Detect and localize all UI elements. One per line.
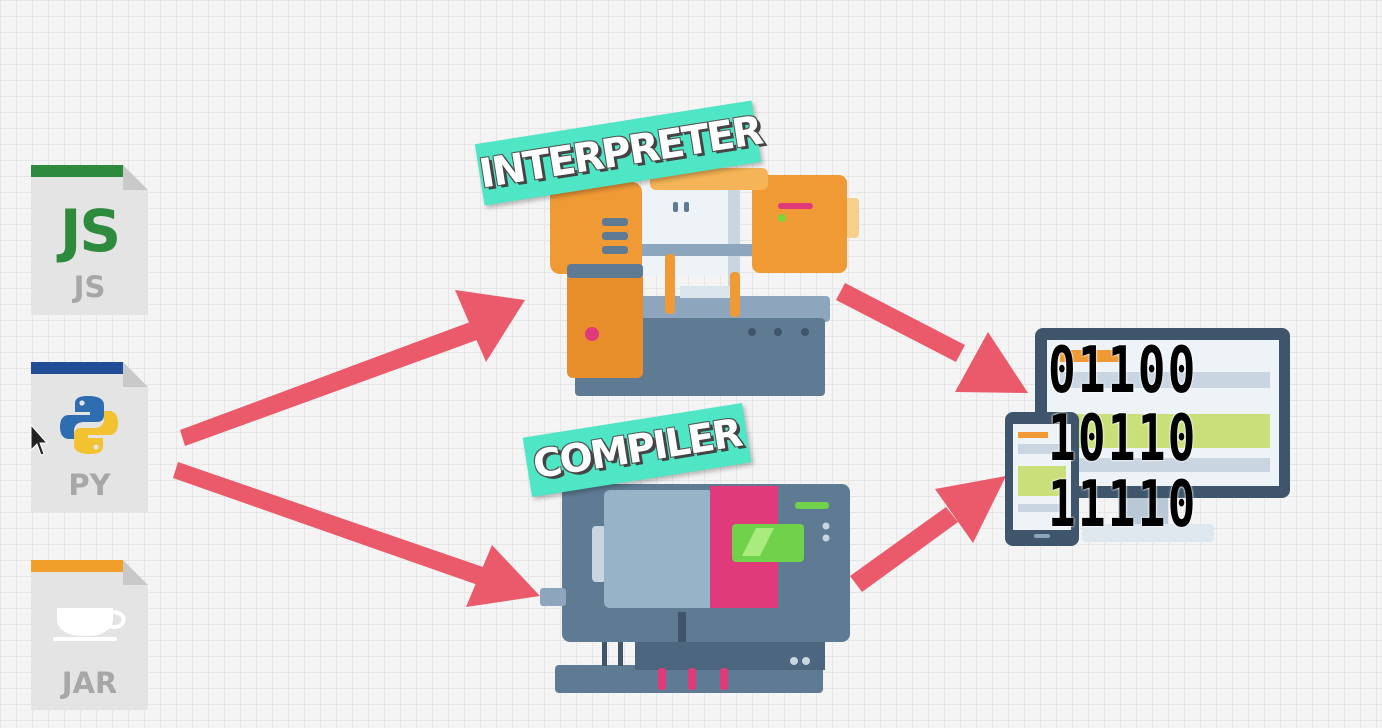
cursor-icon bbox=[30, 424, 48, 456]
compiler-machine-icon bbox=[540, 484, 850, 693]
interpreter-machine-icon bbox=[550, 168, 859, 396]
file-extension: JS bbox=[73, 270, 106, 304]
arrow-interpreter-to-devices bbox=[836, 283, 1028, 393]
file-color-bar bbox=[31, 560, 123, 572]
file-extension: JAR bbox=[61, 666, 118, 700]
monitor-icon bbox=[1035, 328, 1290, 542]
arrow-compiler-to-devices bbox=[850, 476, 1006, 592]
arrow-to-compiler bbox=[173, 462, 540, 607]
python-logo-icon bbox=[60, 396, 118, 454]
jar-file: JAR bbox=[31, 560, 148, 710]
py-file: PY bbox=[31, 362, 148, 512]
file-sheet bbox=[31, 362, 148, 512]
binary-line: 11110 bbox=[1048, 468, 1198, 542]
file-sheet bbox=[31, 165, 148, 315]
file-extension: PY bbox=[68, 468, 111, 502]
tablet-icon bbox=[1005, 412, 1079, 546]
binary-line: 01100 bbox=[1048, 334, 1198, 408]
arrow-to-interpreter bbox=[180, 290, 525, 446]
binary-line: 10110 bbox=[1048, 402, 1198, 476]
js-logo-icon: JS bbox=[59, 197, 121, 265]
coffee-cup-icon bbox=[53, 608, 126, 641]
file-color-bar bbox=[31, 362, 123, 374]
file-color-bar bbox=[31, 165, 123, 177]
js-file: JS JS bbox=[31, 165, 148, 315]
arrows bbox=[173, 283, 1028, 607]
